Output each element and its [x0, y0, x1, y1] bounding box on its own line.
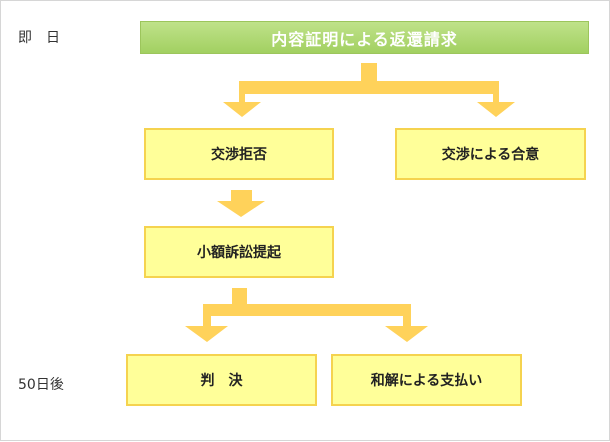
timeline-end-label: 50日後: [18, 377, 64, 393]
settlement-payment-box: 和解による支払い: [331, 354, 522, 406]
judgment-box: 判 決: [126, 354, 317, 406]
negotiation-refused-box: 交渉拒否: [144, 128, 334, 180]
arrow-start-to-outcomes: [223, 63, 515, 117]
arrow-refused-to-claim: [217, 190, 265, 217]
arrow-claim-to-results: [185, 288, 428, 342]
small-claims-box: 小額訴訟提起: [144, 226, 334, 278]
negotiation-settled-box: 交渉による合意: [395, 128, 586, 180]
start-step-box: 内容証明による返還請求: [140, 21, 589, 54]
timeline-start-label: 即 日: [18, 30, 60, 46]
